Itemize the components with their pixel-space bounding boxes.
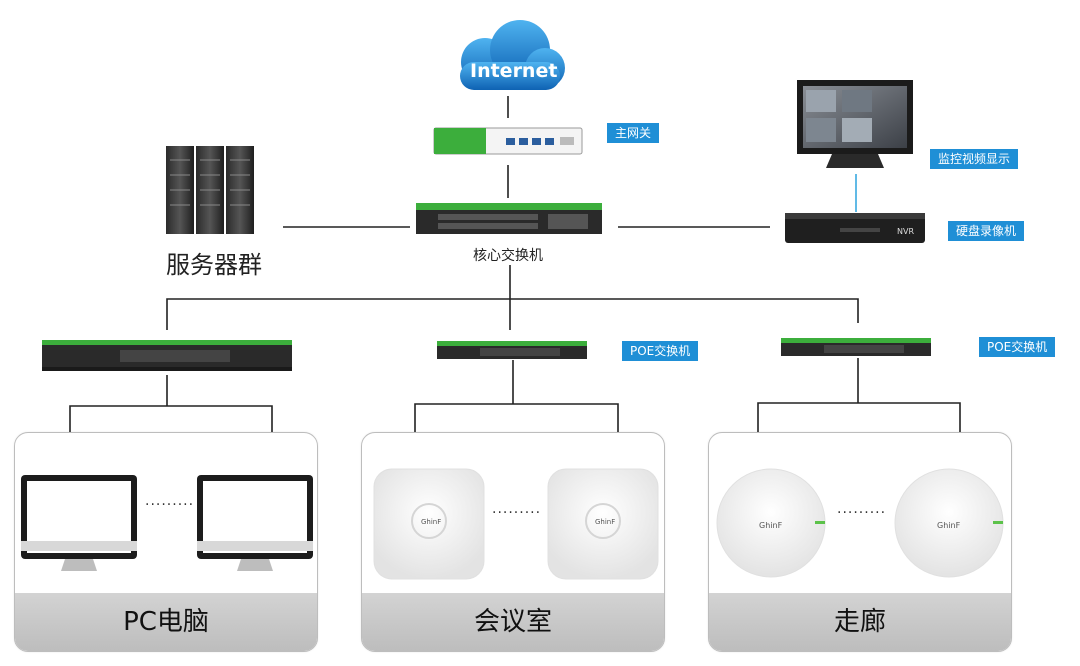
corridor-footer: 走廊	[709, 593, 1011, 651]
nvr-recorder	[785, 213, 925, 243]
corridor-aps: GhinF GhinF	[716, 468, 1004, 578]
nvr-device-text: NVR	[897, 227, 915, 236]
gateway-router	[433, 127, 583, 155]
svg-text:GhinF: GhinF	[937, 521, 961, 530]
internet-label: Internet	[470, 60, 558, 82]
nvr-tag: 硬盘录像机	[948, 221, 1025, 241]
internet-cloud	[460, 20, 565, 90]
svg-text:GhinF: GhinF	[759, 521, 783, 530]
corridor-dots: ·········	[837, 505, 887, 521]
pc-label: PC电脑	[123, 607, 209, 637]
access-switch-left	[42, 340, 292, 371]
gateway-tag: 主网关	[607, 123, 660, 143]
meeting-room-aps: GhinF GhinF	[373, 468, 659, 580]
pc-footer: PC电脑	[15, 593, 317, 651]
poe-switch-right-tag: POE交换机	[979, 337, 1056, 357]
poe-switch-right	[781, 338, 931, 356]
svg-text:GhinF: GhinF	[421, 518, 441, 526]
server-group-label: 服务器群	[166, 251, 262, 279]
poe-switch-middle	[437, 341, 587, 359]
core-switch	[416, 203, 602, 234]
corridor-label: 走廊	[833, 607, 886, 637]
meeting-room-label: 会议室	[473, 607, 552, 637]
group-panel-pc: ········· PC电脑	[14, 432, 318, 652]
pc-dots: ·········	[145, 497, 195, 513]
group-panel-corridor: GhinF GhinF ········· 走廊	[708, 432, 1012, 652]
meeting-room-footer: 会议室	[362, 593, 664, 651]
monitor-tag: 监控视频显示	[930, 149, 1019, 169]
surveillance-monitor	[797, 80, 913, 168]
group-panel-meeting-room: GhinF GhinF ········· 会议室	[361, 432, 665, 652]
pc-monitors	[21, 475, 313, 571]
core-switch-label: 核心交换机	[473, 248, 543, 264]
connection-lines	[69, 96, 961, 445]
svg-text:GhinF: GhinF	[595, 518, 615, 526]
server-group-icon	[166, 146, 254, 234]
meeting-room-dots: ·········	[492, 505, 542, 521]
poe-switch-middle-tag: POE交换机	[622, 341, 699, 361]
